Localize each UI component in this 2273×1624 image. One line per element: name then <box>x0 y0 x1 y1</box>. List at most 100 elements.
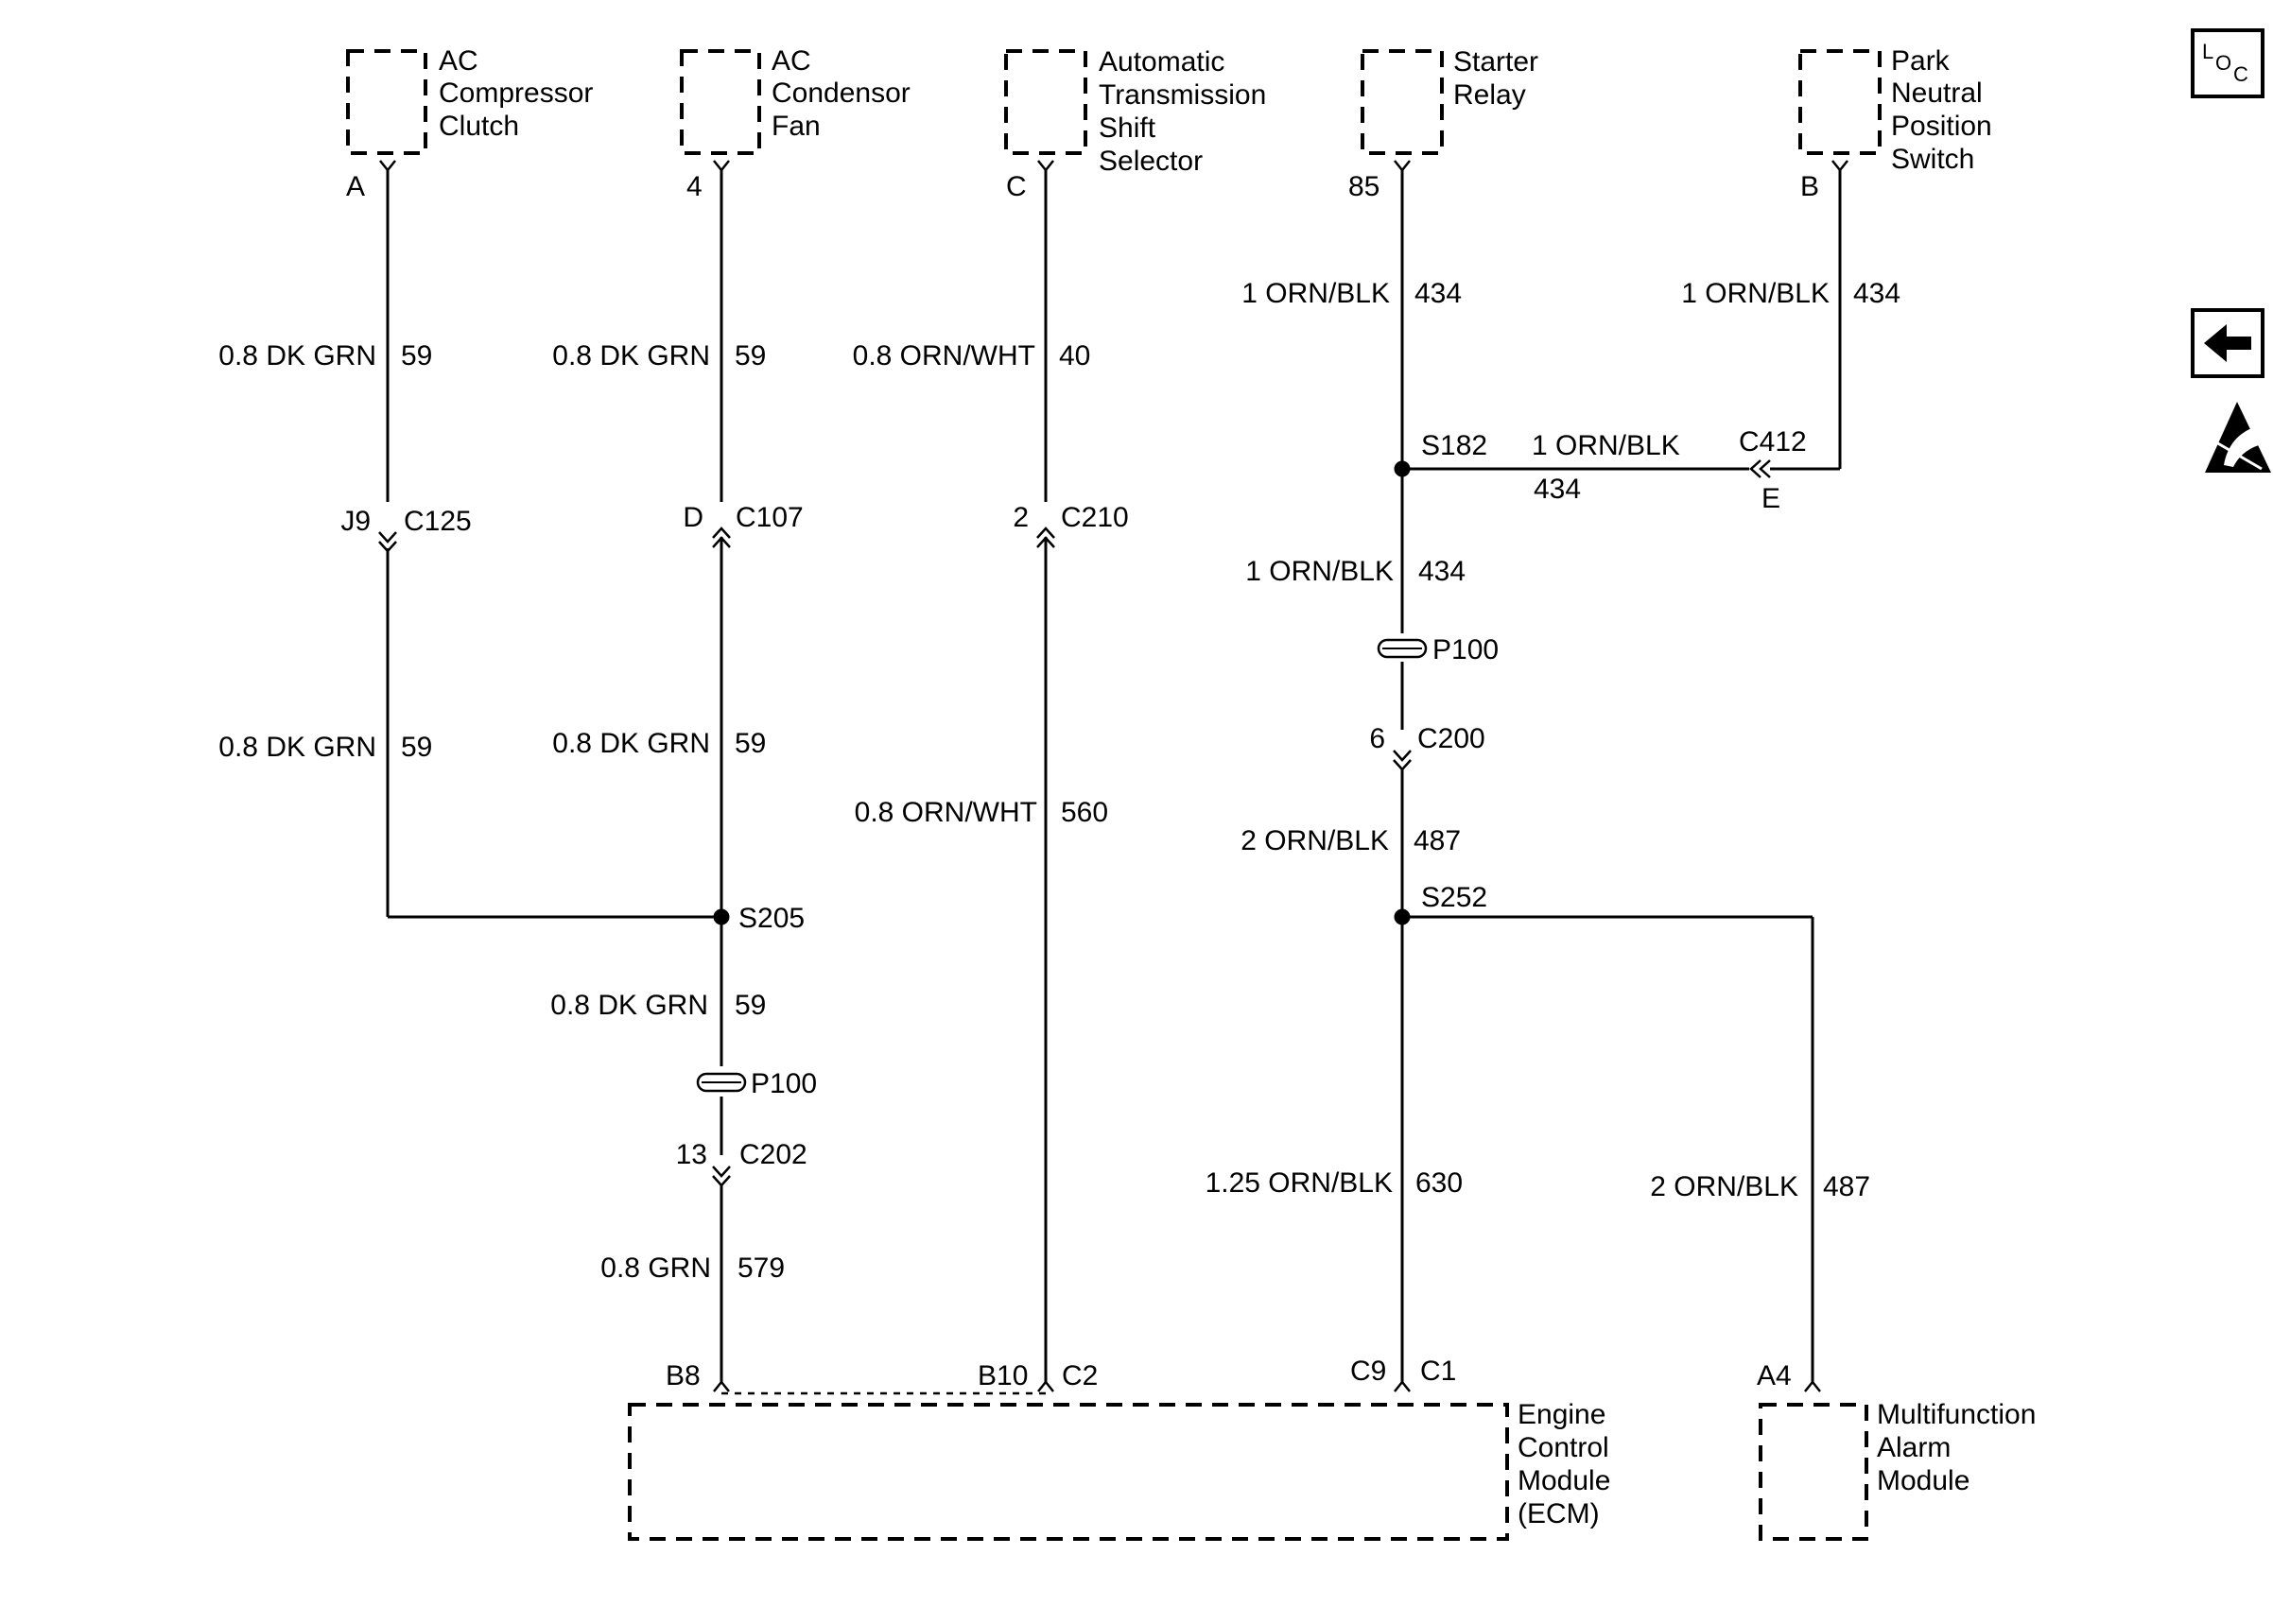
ecm-box <box>628 1403 1509 1541</box>
ac-condensor-fan[interactable]: AC Condensor Fan <box>680 45 911 155</box>
component-label: Alarm <box>1877 1432 1951 1463</box>
component-label: Position <box>1891 111 1992 142</box>
pin-label: 85 <box>1348 171 1379 202</box>
wire-circuit-label: 630 <box>1415 1167 1463 1199</box>
component-label: Module <box>1518 1465 1610 1496</box>
component-label: AC <box>772 45 811 77</box>
component-label: Neutral <box>1891 78 1983 109</box>
pin-label: B <box>1800 171 1819 202</box>
wire-color-label: 0.8 ORN/WHT <box>855 797 1037 828</box>
wire-color-label: 0.8 DK GRN <box>552 340 710 371</box>
component-label: Fan <box>772 111 821 142</box>
connector-name-label: C200 <box>1417 723 1485 754</box>
connector-cavity-label: J9 <box>340 506 371 537</box>
connector-name-label: C107 <box>736 502 804 533</box>
splice-s252[interactable] <box>1394 908 1411 925</box>
component-label: Relay <box>1453 79 1526 111</box>
wire-color-label: 2 ORN/BLK <box>1650 1171 1798 1202</box>
component-label: Automatic <box>1099 46 1224 78</box>
wire-circuit-label: 59 <box>401 340 432 371</box>
wire-color-label: 0.8 GRN <box>600 1253 711 1284</box>
connector-name-label: C210 <box>1061 502 1129 533</box>
ac-compressor-clutch[interactable]: AC Compressor Clutch <box>346 45 593 155</box>
svg-text:O: O <box>2215 51 2231 75</box>
wire-circuit-label: 59 <box>735 728 766 759</box>
splice-s205[interactable] <box>713 908 730 925</box>
wire-color-label: 0.8 DK GRN <box>550 990 708 1021</box>
wire-color-label: 1 ORN/BLK <box>1532 430 1680 461</box>
component-label: AC <box>439 45 478 77</box>
pass-through-p100-right <box>1377 638 1428 659</box>
wire-color-label: 1 ORN/BLK <box>1245 556 1394 587</box>
pin-label: C2 <box>1062 1360 1098 1391</box>
connector-cavity-label: E <box>1761 483 1780 514</box>
component-locator-icon[interactable]: L O C <box>2191 28 2264 98</box>
pass-through-label: P100 <box>751 1068 817 1099</box>
automatic-transmission-shift-selector[interactable]: Automatic Transmission Shift Selector <box>1004 46 1266 177</box>
component-label: Module <box>1877 1465 1969 1496</box>
pin-label: A4 <box>1757 1360 1792 1391</box>
component-label: Multifunction <box>1877 1399 2036 1430</box>
pass-through-label: P100 <box>1432 634 1499 665</box>
splice-label: S252 <box>1421 882 1487 913</box>
splice-label: S182 <box>1421 430 1487 461</box>
wire-color-label: 1 ORN/BLK <box>1241 278 1390 309</box>
back-arrow-icon[interactable] <box>2191 308 2264 378</box>
ac-condensor-fan-box <box>680 49 761 155</box>
component-label: Control <box>1518 1432 1609 1463</box>
wire-color-label: 1 ORN/BLK <box>1681 278 1830 309</box>
wire-circuit-label: 40 <box>1059 340 1090 371</box>
park-neutral-position-switch[interactable]: Park Neutral Position Switch <box>1798 45 1992 175</box>
pin-label: C <box>1006 171 1027 202</box>
component-label: Switch <box>1891 144 1974 175</box>
esd-warning-icon <box>2205 402 2271 473</box>
wire-color-label: 1.25 ORN/BLK <box>1206 1167 1393 1199</box>
component-label: Selector <box>1099 146 1203 177</box>
wire-circuit-label: 59 <box>735 990 766 1021</box>
component-label: Park <box>1891 45 1951 77</box>
component-label: (ECM) <box>1518 1498 1600 1529</box>
alarm-module-box <box>1759 1403 1868 1541</box>
starter-relay[interactable]: Starter Relay <box>1361 46 1538 155</box>
wire-color-label: 0.8 DK GRN <box>552 728 710 759</box>
pin-label: B10 <box>978 1360 1028 1391</box>
wire-circuit-label: 434 <box>1853 278 1900 309</box>
wire-circuit-label: 487 <box>1823 1171 1870 1202</box>
component-label: Engine <box>1518 1399 1605 1430</box>
connector-cavity-label: 2 <box>1013 502 1029 533</box>
wire-color-label: 0.8 DK GRN <box>218 340 376 371</box>
multifunction-alarm-module[interactable]: Multifunction Alarm Module <box>1759 1399 2036 1541</box>
pin-label: 4 <box>686 171 703 202</box>
component-label: Condensor <box>772 78 911 109</box>
splice-label: S205 <box>738 903 805 934</box>
connector-name-label: C125 <box>404 506 472 537</box>
pass-through-p100-left <box>696 1072 747 1093</box>
shift-selector-box <box>1004 49 1087 155</box>
wire-circuit-label: 434 <box>1534 474 1581 505</box>
pin-label: C1 <box>1420 1356 1456 1387</box>
wire-circuit-label: 59 <box>401 732 432 763</box>
svg-text:L: L <box>2202 40 2213 63</box>
connector-name-label: C202 <box>739 1139 807 1170</box>
pin-terminals <box>379 160 1848 1392</box>
connector-cavity-label: 13 <box>676 1139 707 1170</box>
connector-cavity-label: 6 <box>1369 723 1385 754</box>
connector-cavity-label: D <box>683 502 703 533</box>
component-label: Starter <box>1453 46 1538 78</box>
splice-s182[interactable] <box>1394 460 1411 477</box>
starter-relay-box <box>1361 49 1444 155</box>
engine-control-module[interactable]: Engine Control Module (ECM) <box>628 1399 1610 1541</box>
ac-compressor-clutch-box <box>346 49 427 155</box>
pin-label: A <box>346 171 365 202</box>
wire-circuit-label: 59 <box>735 340 766 371</box>
component-label: Transmission <box>1099 79 1266 111</box>
park-neutral-switch-box <box>1798 49 1882 155</box>
connector-symbols <box>378 459 1771 1187</box>
pin-label: C9 <box>1350 1356 1386 1387</box>
wire-color-label: 2 ORN/BLK <box>1241 825 1389 856</box>
wire-circuit-label: 434 <box>1414 278 1462 309</box>
component-label: Clutch <box>439 111 519 142</box>
pin-label: B8 <box>666 1360 701 1391</box>
wire-circuit-label: 560 <box>1061 797 1108 828</box>
